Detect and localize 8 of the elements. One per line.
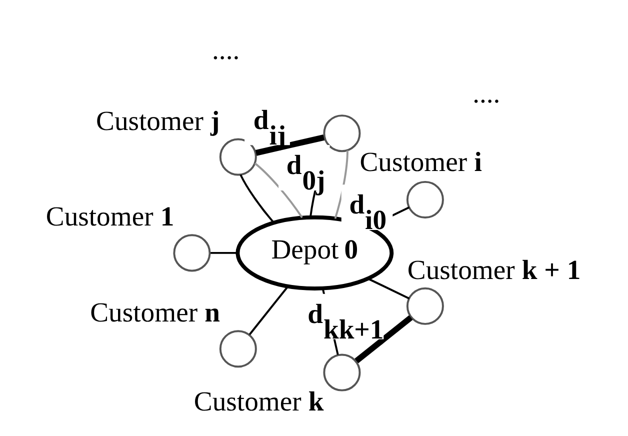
node-label: Customer 1 bbox=[45, 200, 174, 232]
label: .... bbox=[212, 34, 240, 65]
node-label: Customer k + 1 bbox=[406, 254, 580, 285]
label: .... bbox=[472, 77, 500, 108]
node-label: Customer k bbox=[193, 385, 324, 416]
node-label: Customer j bbox=[96, 104, 220, 136]
node-label: Customer i bbox=[359, 146, 482, 178]
node-label: Customer n bbox=[90, 296, 220, 328]
